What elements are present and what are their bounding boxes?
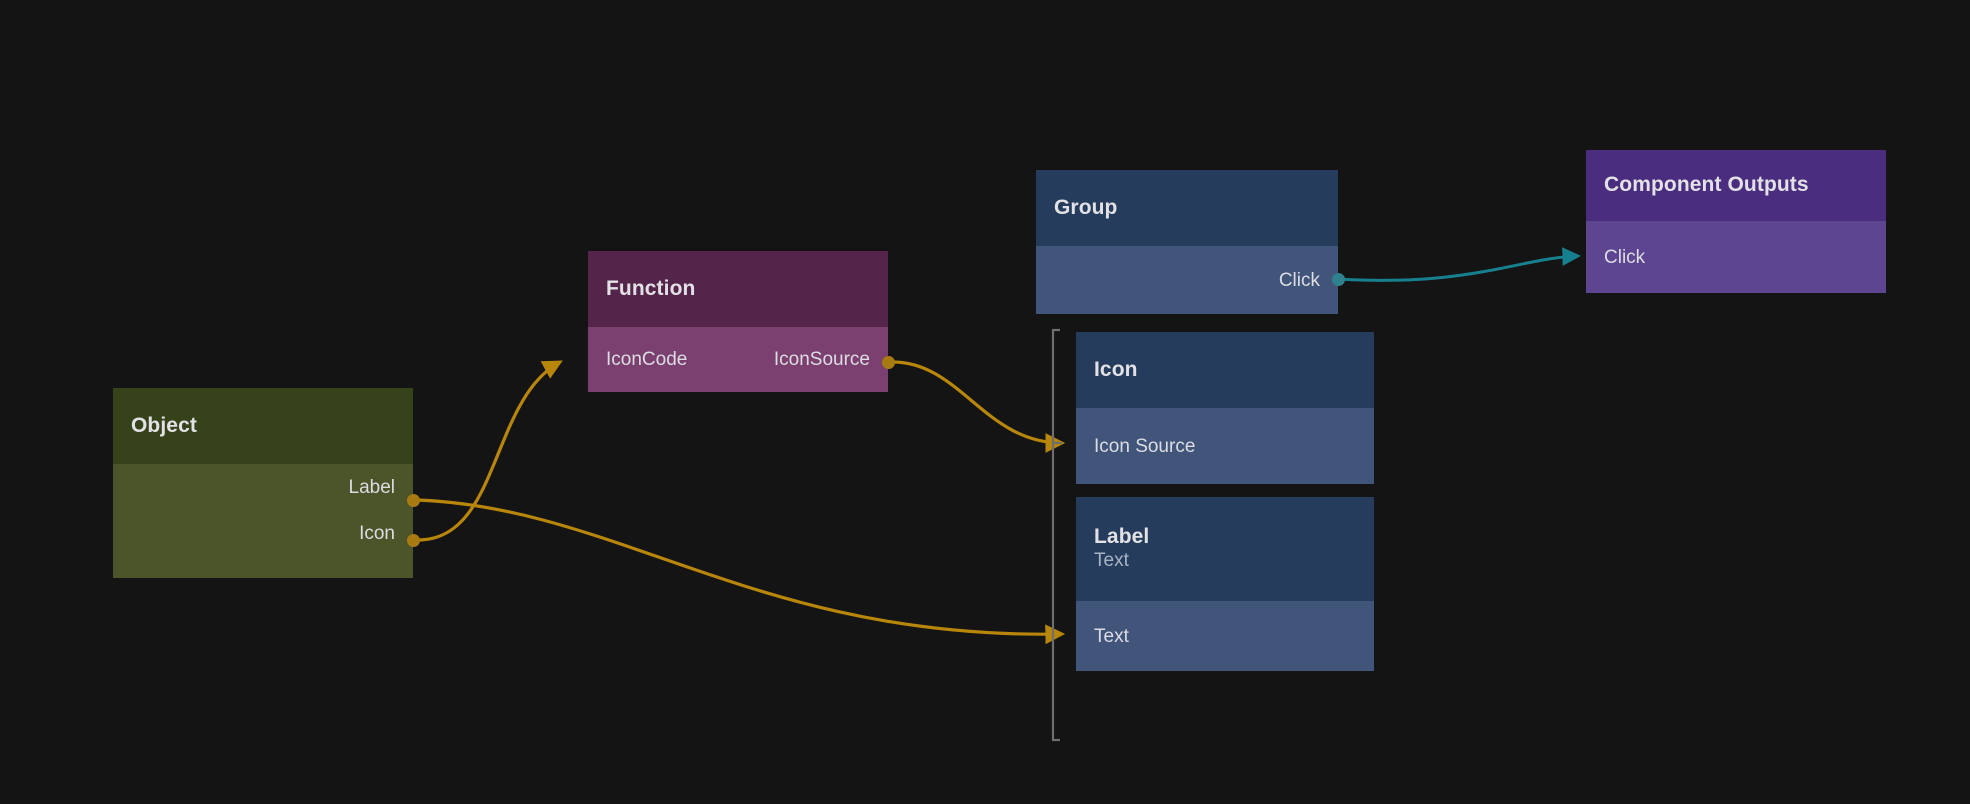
node-group-title: Group xyxy=(1054,195,1118,219)
node-object[interactable]: Object Label Icon xyxy=(113,388,413,578)
port-label-component-outputs-click: Click xyxy=(1604,246,1646,268)
node-function-title: Function xyxy=(606,276,696,300)
port-row-label-text[interactable]: Text xyxy=(1076,601,1374,671)
node-function-header: Function xyxy=(588,251,888,327)
port-label-function-iconsource: IconSource xyxy=(773,349,870,370)
node-component-outputs-body: Click xyxy=(1586,221,1886,293)
node-icon[interactable]: Icon Icon Source xyxy=(1076,332,1374,484)
edge-group-click-to-component-outputs-click xyxy=(1337,247,1581,282)
node-object-header: Object xyxy=(113,388,413,464)
port-row-group-click[interactable]: Click xyxy=(1036,246,1338,314)
node-label-body: Text xyxy=(1076,601,1374,671)
node-group-header: Group xyxy=(1036,170,1338,246)
port-label-function-iconcode: IconCode xyxy=(606,349,688,370)
port-label-icon-source: Icon Source xyxy=(1094,435,1196,457)
node-label-subtitle: Text xyxy=(1094,549,1129,571)
node-icon-title: Icon xyxy=(1094,357,1138,381)
node-object-title: Object xyxy=(131,413,197,437)
port-row-object-icon[interactable]: Icon xyxy=(113,510,413,556)
node-component-outputs-title: Component Outputs xyxy=(1604,173,1809,197)
group-children-bracket xyxy=(1051,328,1062,742)
node-icon-header: Icon xyxy=(1076,332,1374,408)
port-dot-group-click[interactable] xyxy=(1332,273,1345,286)
edge-object-label-to-label-text xyxy=(417,498,1066,645)
port-row-object-label[interactable]: Label xyxy=(113,464,413,510)
port-label-group-click: Click xyxy=(1278,269,1320,291)
node-label[interactable]: Label Text Text xyxy=(1076,497,1374,671)
node-function-body: IconCode IconSource xyxy=(588,327,888,392)
node-label-header: Label Text xyxy=(1076,497,1374,601)
port-dot-function-iconsource[interactable] xyxy=(882,356,895,369)
port-dot-object-icon[interactable] xyxy=(407,534,420,547)
node-component-outputs-header: Component Outputs xyxy=(1586,150,1886,221)
port-label-object-label: Label xyxy=(348,476,396,498)
port-row-function-ports[interactable]: IconCode IconSource xyxy=(588,327,888,392)
edge-function-iconsource-to-icon-source xyxy=(892,360,1066,453)
port-label-label-text: Text xyxy=(1094,625,1129,647)
node-object-body: Label Icon xyxy=(113,464,413,578)
node-icon-body: Icon Source xyxy=(1076,408,1374,484)
port-row-component-outputs-click[interactable]: Click xyxy=(1586,221,1886,293)
port-row-icon-source[interactable]: Icon Source xyxy=(1076,408,1374,484)
port-dot-object-label[interactable] xyxy=(407,494,420,507)
node-component-outputs[interactable]: Component Outputs Click xyxy=(1586,150,1886,293)
port-label-object-icon: Icon xyxy=(359,522,395,544)
node-function[interactable]: Function IconCode IconSource xyxy=(588,251,888,392)
node-label-title: Label xyxy=(1094,525,1150,549)
node-group-body: Click xyxy=(1036,246,1338,314)
node-group[interactable]: Group Click xyxy=(1036,170,1338,314)
edge-object-icon-to-function-iconcode xyxy=(417,360,563,542)
